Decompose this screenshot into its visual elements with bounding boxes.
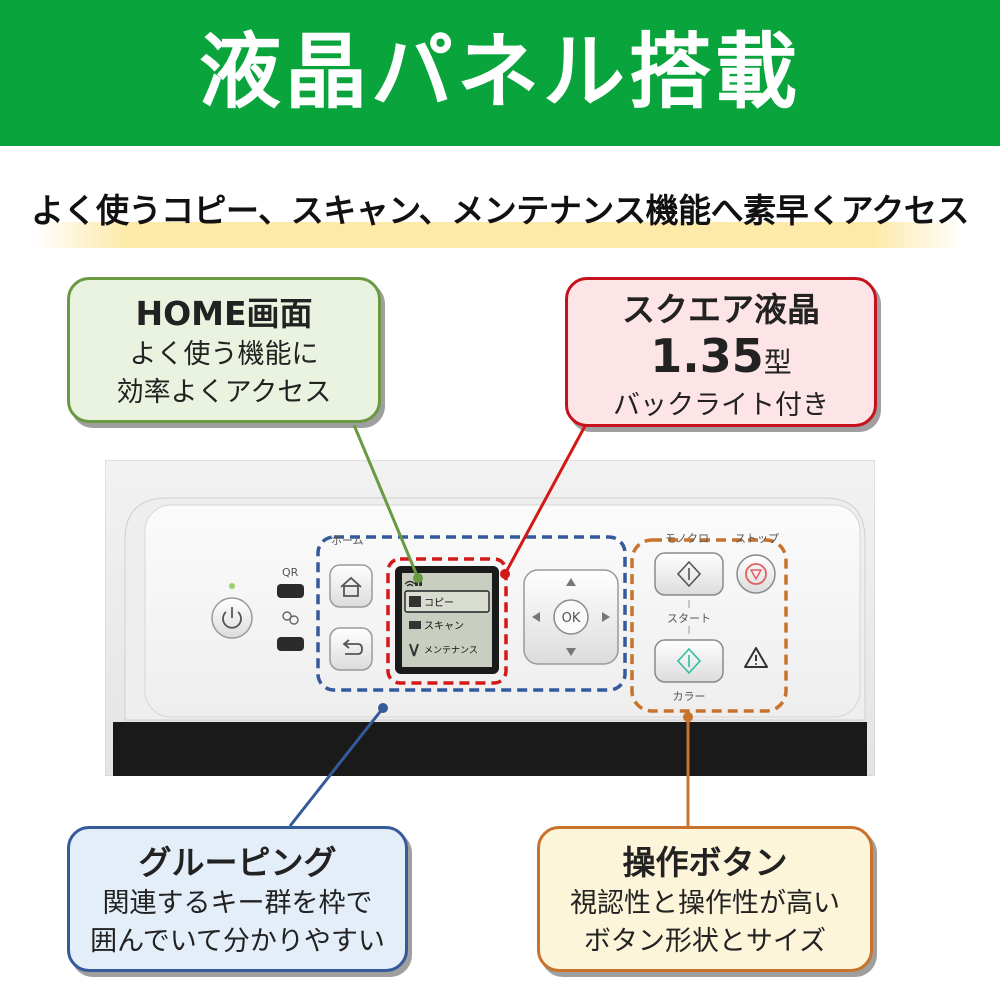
qr-button[interactable] [277,584,304,598]
printer-base-shadow [113,722,867,776]
callout-home-screen: HOME画面 よく使う機能に 効率よくアクセス [67,277,381,423]
operation-buttons-frame [630,538,788,713]
callout-title: スクエア液晶 [622,290,820,329]
grouping-frame [316,535,627,692]
color-label: カラー [673,690,706,703]
home-connector-dot [413,573,423,583]
buttons-connector-dot [683,712,693,722]
wireless-connect-button[interactable] [277,637,304,651]
grouping-connector [288,707,385,827]
power-led [229,583,235,589]
ok-label: OK [562,611,581,626]
power-button[interactable] [211,597,253,639]
callout-line: ボタン形状とサイズ [583,926,827,957]
stop-button[interactable] [736,554,776,594]
lcd-size: 1.35型 [568,332,874,387]
callout-title: 操作ボタン [622,843,788,882]
lcd-menu-label: メンテナンス [424,645,478,656]
mono-start-button[interactable] [654,552,724,596]
maintenance-icon [409,643,419,657]
header-banner: 液晶パネル搭載 [0,0,1000,146]
back-icon [342,639,363,655]
lcd-menu-item-scan[interactable] [405,615,489,636]
up-arrow-icon[interactable] [566,578,576,586]
callout-line: 囲んでいて分かりやすい [90,926,385,957]
back-button[interactable] [329,627,373,671]
lcd-menu-label: スキャン [424,621,464,632]
warning-icon [744,647,768,668]
callout-title: グルーピング [138,843,337,882]
subtitle: よく使うコピー、スキャン、メンテナンス機能へ素早くアクセス [31,191,969,230]
copy-icon [409,596,421,607]
down-arrow-icon[interactable] [566,648,576,656]
lcd-frame [386,557,508,685]
callout-square-lcd: スクエア液晶 1.35型 バックライト付き [565,277,877,427]
subtitle-highlight [34,222,964,248]
wifi-icon [404,580,416,587]
lcd-menu-item-maintenance[interactable] [405,638,489,659]
power-icon [222,607,242,629]
lcd-connector [503,425,587,575]
mono-label: モノクロ [665,532,709,545]
callout-title: HOME画面 [135,294,313,333]
home-button[interactable] [329,564,373,608]
callout-line: よく使う機能に [129,339,319,370]
qr-label: QR [282,566,299,579]
printer-control-panel: QR ホーム コピー スキャン メンテナンス [105,460,875,776]
callout-line: 効率よくアクセス [116,377,332,408]
left-arrow-icon[interactable] [532,612,540,622]
lcd-menu-item-copy[interactable] [404,590,490,613]
stop-label: ストップ [735,532,779,545]
home-connector [352,424,420,579]
color-start-button[interactable] [654,639,724,683]
wireless-link-icon [282,611,299,625]
home-icon [340,576,362,597]
grouping-connector-dot [378,703,388,713]
diamond-icon [676,560,702,588]
callout-line: 関連するキー群を枠で [102,888,373,919]
diamond-icon [676,647,702,675]
lcd-size-unit: 型 [763,346,792,379]
stop-icon [745,563,767,585]
callout-grouping: グルーピング 関連するキー群を枠で 囲んでいて分かりやすい [67,826,408,972]
lcd-menu-label: コピー [424,597,454,609]
callout-line: 視認性と操作性が高い [570,888,840,919]
lcd-size-value: 1.35 [650,329,764,383]
lcd-connector-dot [500,569,510,579]
callout-line: バックライト付き [613,390,829,421]
page-title: 液晶パネル搭載 [198,25,801,120]
start-label: スタート [667,612,711,625]
home-label: ホーム [331,534,364,547]
ok-button[interactable]: OK [553,599,589,635]
callout-operation-buttons: 操作ボタン 視認性と操作性が高い ボタン形状とサイズ [537,826,873,972]
scan-icon [409,621,421,629]
right-arrow-icon[interactable] [602,612,610,622]
